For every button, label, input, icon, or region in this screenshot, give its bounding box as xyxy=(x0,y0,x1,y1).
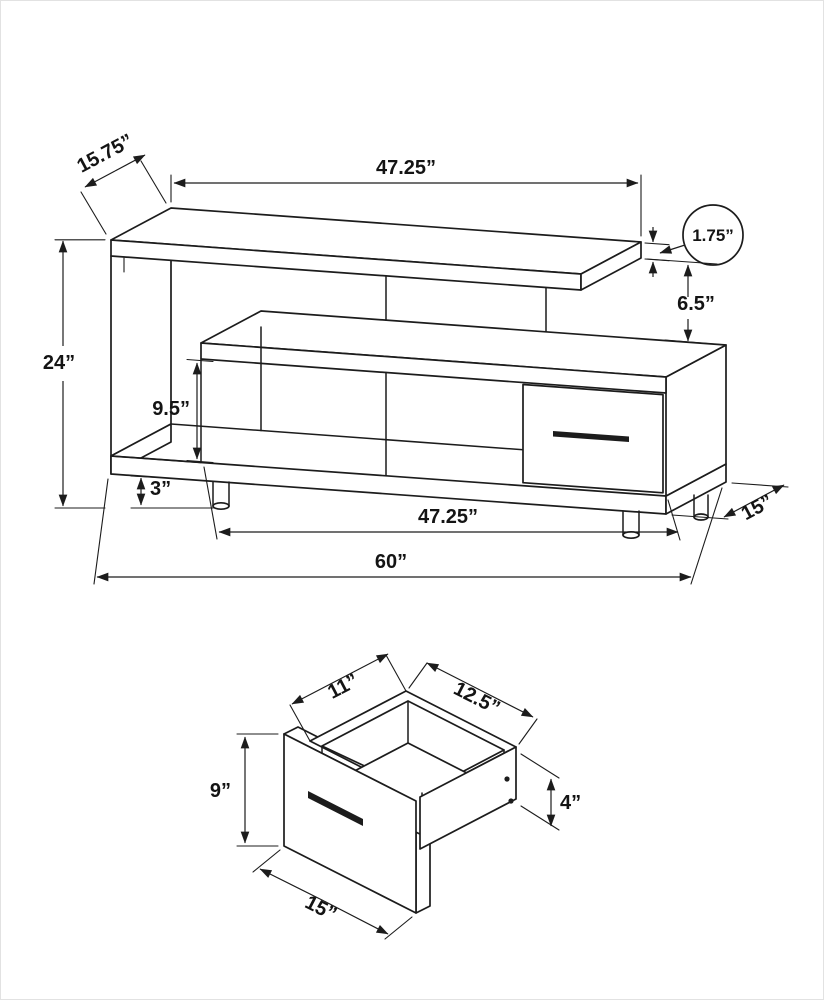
back-support-panel xyxy=(385,275,547,333)
dim-label-drawer-front-height: 9” xyxy=(210,780,231,802)
dim-label-interior: 9.5” xyxy=(152,398,190,420)
screw-hole xyxy=(508,798,514,804)
dim-label-height: 24” xyxy=(43,352,75,374)
dim-label-top-depth: 15.75” xyxy=(74,130,137,178)
thickness-callout-circle xyxy=(682,204,744,266)
dim-top-width: 47.25” xyxy=(170,157,642,237)
drawer-drawing: 11” 12.5” 9” 4” xyxy=(210,653,581,940)
dim-drawer-front-height: 9” xyxy=(210,733,279,847)
dim-shelf-gap: 6.5” xyxy=(646,258,721,346)
dim-label-leg: 3” xyxy=(150,478,171,500)
dim-lower-width: 47.25” xyxy=(203,466,681,541)
legs xyxy=(212,481,709,540)
dim-label-top-width: 47.25” xyxy=(376,157,436,179)
leg xyxy=(622,510,640,540)
drawer-handle xyxy=(553,431,629,442)
dim-label-depth: 15” xyxy=(738,490,777,525)
screw-hole xyxy=(504,776,510,782)
dim-label-lower-width: 47.25” xyxy=(418,506,478,528)
dim-label-drawer-width: 12.5” xyxy=(450,678,504,720)
dim-drawer-side-height: 4” xyxy=(520,753,581,831)
dim-overall-width: 60” xyxy=(93,478,723,585)
dim-label-thickness: 1.75” xyxy=(692,226,734,245)
callout-thickness: 1.75” xyxy=(644,204,744,277)
drawer-front-panel xyxy=(283,733,417,914)
base-platform xyxy=(110,423,727,515)
dim-interior-height: 9.5” xyxy=(152,358,214,464)
lower-console xyxy=(200,310,727,497)
tv-stand-drawing: 15.75” 47.25” 1.75” 6.5” xyxy=(43,130,789,585)
drawer-box xyxy=(309,690,517,850)
dim-leg-height: 3” xyxy=(130,475,214,509)
dim-label-gap: 6.5” xyxy=(677,293,715,315)
dim-overall-height: 24” xyxy=(43,239,106,509)
dim-label-width: 60” xyxy=(375,551,407,573)
top-shelf-board xyxy=(110,207,642,291)
console-drawer-front xyxy=(522,383,664,494)
dim-label-drawer-front-width: 15” xyxy=(301,892,340,926)
dim-label-drawer-depth: 11” xyxy=(324,670,362,704)
drawer-handle xyxy=(308,791,363,826)
leg xyxy=(212,481,230,511)
dim-label-drawer-side-height: 4” xyxy=(560,792,581,814)
